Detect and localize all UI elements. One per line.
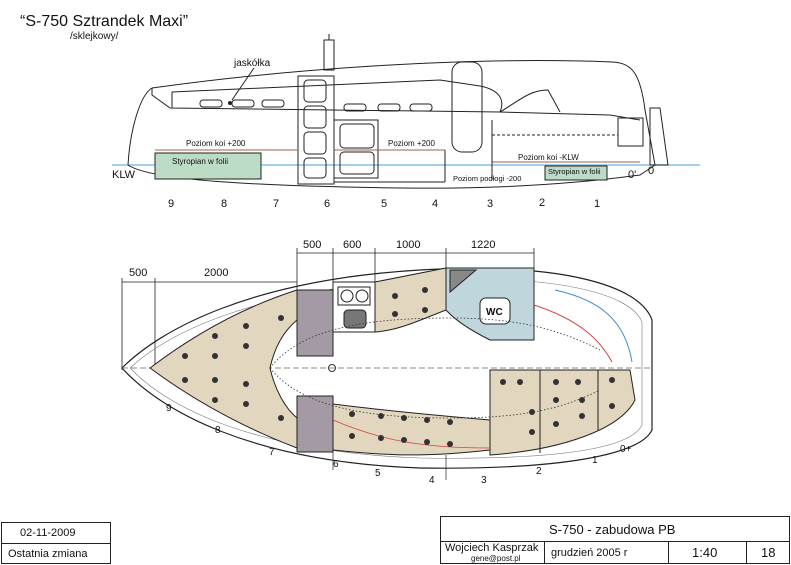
plan-station: 9 xyxy=(166,403,172,414)
revision-date: 02-11-2009 xyxy=(20,527,76,539)
dim-1000: 1000 xyxy=(396,239,420,251)
styropian-block-aft xyxy=(544,165,608,181)
port-settee xyxy=(374,267,447,333)
portlight xyxy=(231,99,255,108)
cabin-roof xyxy=(171,79,503,113)
project-title: S-750 - zabudowa PB xyxy=(549,522,676,537)
dim-500: 500 xyxy=(303,239,321,251)
side-station: 1 xyxy=(594,198,600,210)
label-jaskolka: jaskółka xyxy=(233,58,271,69)
plan-station: 3 xyxy=(481,475,487,486)
side-station: 3 xyxy=(487,198,493,210)
drawing-title: “S-750 Sztrandek Maxi” xyxy=(20,13,189,30)
plan-station: 7 xyxy=(269,447,275,458)
side-station: 4 xyxy=(432,198,438,210)
deck-line xyxy=(151,88,641,121)
label-koi-plus-short: Poziom +200 xyxy=(388,139,435,148)
side-station: 7 xyxy=(273,198,279,210)
drawn-date: grudzień 2005 r xyxy=(551,547,628,559)
sheer-line xyxy=(151,60,656,166)
styropian-block-fore xyxy=(154,152,262,180)
label-koi-klw: Poziom koi -KLW xyxy=(518,153,579,162)
label-styropian-aft: Styropian w folii xyxy=(548,167,601,176)
dim-600: 600 xyxy=(343,239,361,251)
drawing-subtitle: /sklejkowy/ xyxy=(70,31,119,42)
label-klw: KLW xyxy=(112,169,136,181)
portlight xyxy=(377,103,401,112)
label-koi-plus: Poziom koi +200 xyxy=(186,139,246,148)
plan-station: 5 xyxy=(375,468,381,479)
plan-station: 6 xyxy=(333,459,339,470)
plan-station: 1 xyxy=(592,455,598,466)
dim-500-bow: 500 xyxy=(129,267,147,279)
label-podlogi: Poziom podłogi -200 xyxy=(453,174,521,183)
companionway xyxy=(451,61,483,153)
side-station: 0' xyxy=(628,169,636,181)
wc-label: WC xyxy=(486,307,503,318)
dim-1220: 1220 xyxy=(471,239,495,251)
plan-station: 4 xyxy=(429,475,435,486)
portlight xyxy=(343,103,367,112)
title-block: S-750 - zabudowa PB Wojciech Kasprzak ge… xyxy=(440,516,790,564)
main-bulkhead xyxy=(297,75,335,185)
side-station: 5 xyxy=(381,198,387,210)
portlight xyxy=(261,99,285,108)
mast-step-starboard xyxy=(296,395,334,453)
side-station: 9 xyxy=(168,198,174,210)
mast-base xyxy=(323,39,335,71)
plan-view: 500 2000 500 600 1000 1220 WC xyxy=(121,239,653,486)
portlight xyxy=(199,99,223,108)
galley-unit xyxy=(333,119,379,179)
plan-station: 0+ xyxy=(620,444,632,455)
side-station: 6 xyxy=(324,198,330,210)
label-styropian-fore: Styropian w folii xyxy=(172,157,228,166)
plan-station: 8 xyxy=(215,425,221,436)
side-station: 2 xyxy=(539,197,545,209)
side-station-labels: 9 8 7 6 5 4 3 2 1 0' 0 xyxy=(168,165,654,210)
stove xyxy=(337,286,371,306)
rudder xyxy=(649,107,669,166)
portlight xyxy=(409,103,433,112)
bow-line xyxy=(127,87,153,166)
cockpit-red-line xyxy=(533,304,613,363)
plan-station: 2 xyxy=(536,466,542,477)
author-email: gene@post.pl xyxy=(471,554,521,563)
sheet-number: 18 xyxy=(761,545,776,560)
revision-label: Ostatnia zmiana xyxy=(8,548,88,560)
mast-step-port xyxy=(296,289,334,357)
revision-box: 02-11-2009 Ostatnia zmiana xyxy=(1,522,111,564)
side-view xyxy=(112,34,700,189)
sink xyxy=(343,309,367,329)
author-name: Wojciech Kasprzak xyxy=(445,542,539,554)
scale: 1:40 xyxy=(692,545,718,560)
hull-plan-outline xyxy=(121,267,653,469)
side-station: 0 xyxy=(648,165,654,177)
quarter-berth xyxy=(489,369,636,456)
dim-2000: 2000 xyxy=(204,267,228,279)
cockpit-blue-line xyxy=(554,289,633,363)
side-station: 8 xyxy=(221,198,227,210)
wc-toilet xyxy=(479,297,511,325)
